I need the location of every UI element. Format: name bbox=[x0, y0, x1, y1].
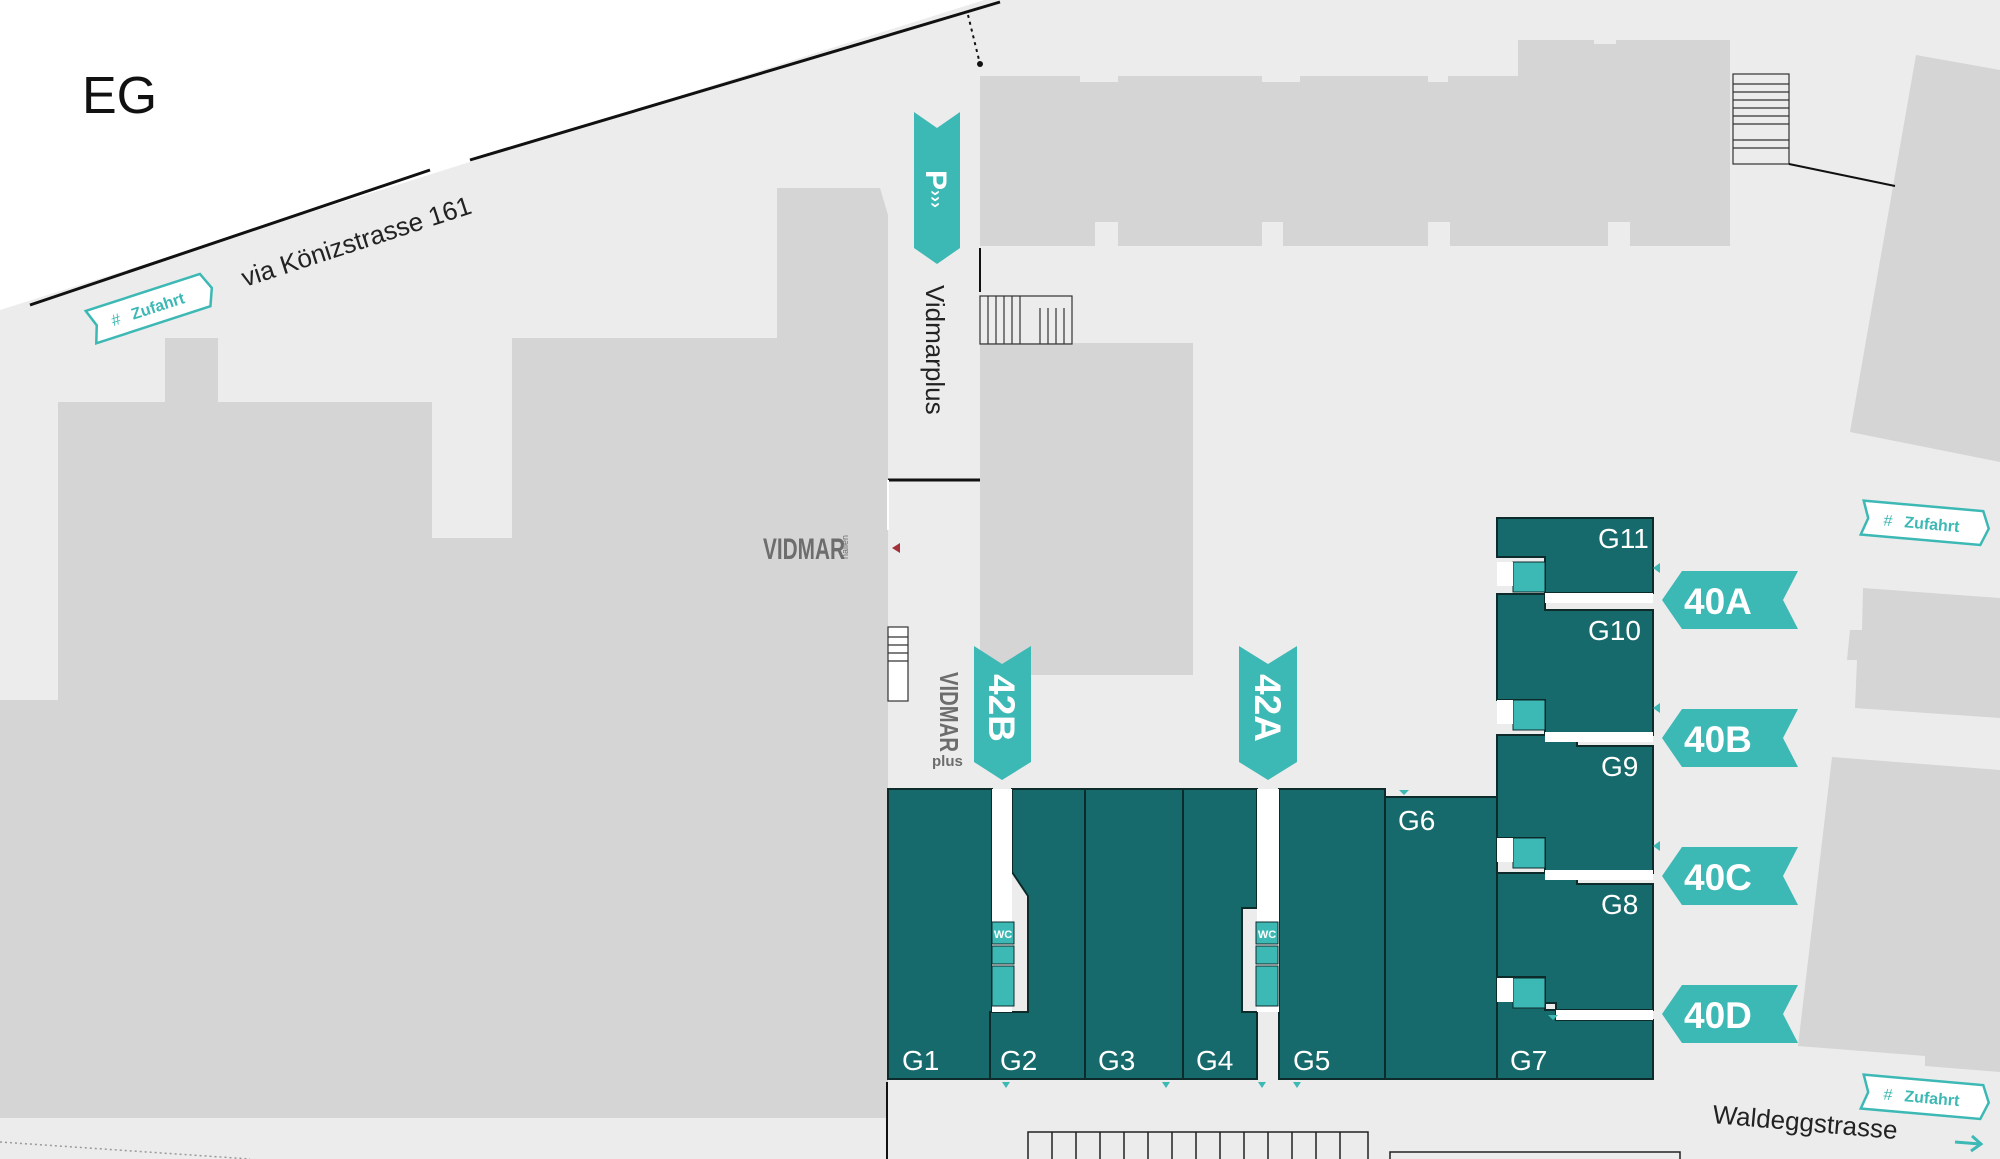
parking-stalls bbox=[0, 1131, 1681, 1159]
wc-label: WC bbox=[994, 929, 1012, 941]
unit-label-g5: G5 bbox=[1293, 1045, 1330, 1076]
unit-g1[interactable] bbox=[887, 788, 993, 1080]
unit-label-g3: G3 bbox=[1098, 1045, 1135, 1076]
building-east-2 bbox=[1847, 588, 2000, 718]
parking-letter: P bbox=[919, 170, 952, 190]
highway-icon: # bbox=[1883, 1087, 1893, 1105]
logo-wordmark: VIDMAR bbox=[763, 533, 845, 566]
unit-label-g6: G6 bbox=[1398, 805, 1435, 836]
logo-subtitle: plus bbox=[932, 753, 963, 770]
entrance-sign-40c[interactable]: 40C bbox=[1662, 847, 1798, 905]
entrance-label: 40D bbox=[1684, 995, 1752, 1036]
entrance-sign-40b[interactable]: 40B bbox=[1662, 709, 1798, 767]
unit-labels: G1 G2 G3 G4 G5 G6 G7 G8 G9 G10 G11 bbox=[902, 523, 1649, 1076]
zufahrt-label: Zufahrt bbox=[1904, 1088, 1961, 1110]
unit-corridors bbox=[991, 561, 1653, 1020]
building-east-1 bbox=[1850, 55, 2000, 462]
floor-label: EG bbox=[82, 67, 157, 125]
street-label-vidmarplus: Vidmarplus bbox=[920, 285, 950, 415]
vidmar-hallen-logo: VIDMAR hallen bbox=[763, 533, 850, 566]
chevrons-icon: ››› bbox=[926, 190, 946, 208]
parking-sign[interactable]: P ››› bbox=[914, 112, 960, 264]
unit-label-g10: G10 bbox=[1588, 615, 1641, 646]
unit-g6[interactable] bbox=[1384, 796, 1498, 1080]
entrance-sign-42a[interactable]: 42A bbox=[1239, 646, 1297, 780]
unit-label-g4: G4 bbox=[1196, 1045, 1233, 1076]
vidmarplus-lane bbox=[886, 248, 981, 1159]
entrance-sign-40d[interactable]: 40D bbox=[1662, 985, 1798, 1043]
unit-g3[interactable] bbox=[1084, 788, 1184, 1080]
entrance-label: 40C bbox=[1684, 857, 1752, 898]
north-boundary-line bbox=[29, 0, 1001, 307]
building-center bbox=[980, 343, 1193, 675]
entrance-sign-42b[interactable]: 42B bbox=[974, 646, 1031, 780]
building-east-3 bbox=[1798, 757, 2000, 1072]
entrance-label: 42B bbox=[981, 674, 1022, 742]
logo-subtitle: hallen bbox=[840, 535, 850, 559]
zufahrt-sign-north[interactable]: # Zufahrt bbox=[83, 272, 217, 346]
zufahrt-sign-south[interactable]: # Zufahrt bbox=[1858, 1073, 1991, 1121]
zufahrt-label: Zufahrt bbox=[1904, 514, 1961, 536]
unit-label-g9: G9 bbox=[1601, 751, 1638, 782]
entrance-sign-40a[interactable]: 40A bbox=[1662, 571, 1798, 629]
arrow-right-icon bbox=[1954, 1134, 1984, 1153]
stair-hatches bbox=[887, 73, 1896, 702]
wc-label: WC bbox=[1258, 929, 1276, 941]
unit-label-g8: G8 bbox=[1601, 889, 1638, 920]
unit-label-g1: G1 bbox=[902, 1045, 939, 1076]
entrance-label: 40A bbox=[1684, 581, 1752, 622]
unit-label-g7: G7 bbox=[1510, 1045, 1547, 1076]
door-markers bbox=[892, 543, 1660, 1088]
unit-g5[interactable] bbox=[1278, 788, 1386, 1080]
entrance-label: 40B bbox=[1684, 719, 1752, 760]
neighbouring-buildings bbox=[0, 40, 2000, 1118]
unit-label-g2: G2 bbox=[1000, 1045, 1037, 1076]
vidmar-plus-logo: VIDMAR plus bbox=[932, 672, 964, 770]
zufahrt-sign-east[interactable]: # Zufahrt bbox=[1858, 499, 1991, 547]
unit-label-g11: G11 bbox=[1598, 523, 1649, 554]
entrance-label: 42A bbox=[1247, 674, 1288, 742]
building-west bbox=[0, 188, 888, 1118]
building-north-row bbox=[980, 40, 1730, 246]
logo-wordmark: VIDMAR bbox=[934, 672, 964, 752]
highway-icon: # bbox=[1883, 513, 1893, 531]
